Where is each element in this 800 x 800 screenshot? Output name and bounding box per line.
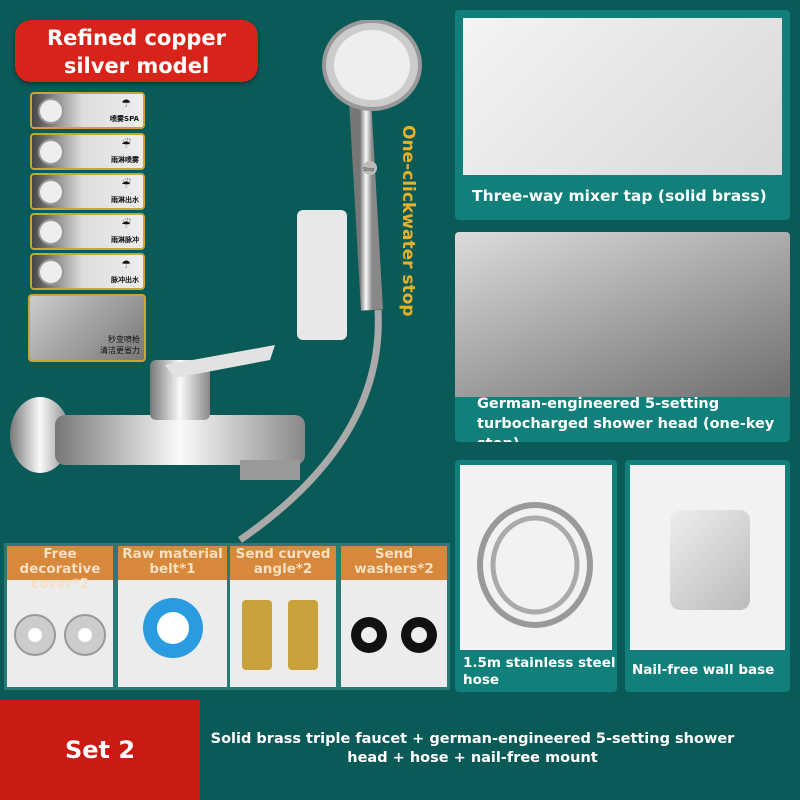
shower-icon: ☔ bbox=[121, 218, 131, 231]
spray-mode-4: ☔雨淋脉冲 bbox=[30, 213, 145, 250]
shower-icon: ☔ bbox=[121, 138, 131, 151]
wall-mount bbox=[297, 210, 347, 340]
hose bbox=[238, 309, 382, 543]
panel-mixer-tap: Three-way mixer tap (solid brass) bbox=[455, 10, 790, 220]
panel-wall-base: Nail-free wall base bbox=[625, 460, 790, 692]
spray-mode-1: ☂喷雾SPA bbox=[30, 92, 145, 129]
set-description: Solid brass triple faucet + german-engin… bbox=[210, 731, 735, 766]
washers-image bbox=[351, 617, 437, 653]
svg-text:Stop: Stop bbox=[363, 167, 374, 173]
accessory-angle: Send curved angle*2 bbox=[227, 543, 339, 690]
shower-set-illustration: Stop bbox=[10, 20, 422, 543]
spray-mode-3: ☔雨淋出水 bbox=[30, 173, 145, 210]
stop-button bbox=[363, 161, 377, 175]
spray-gun-mode: 秒变喷枪清洁更省力 bbox=[28, 294, 146, 362]
accessory-cover: Free decorative cover*2 bbox=[4, 543, 116, 690]
hose-coil-image bbox=[477, 502, 593, 628]
model-badge: Refined copper silver model bbox=[15, 20, 258, 82]
accessory-tape: Raw material belt*1 bbox=[115, 543, 230, 690]
shower-handle bbox=[349, 99, 383, 311]
set-label: Set 2 bbox=[0, 700, 200, 800]
panel-shower-head: German-engineered 5-setting turbocharged… bbox=[455, 232, 790, 442]
umbrella-icon: ☂ bbox=[121, 97, 131, 110]
cover-rings-image bbox=[14, 614, 106, 656]
umbrella-icon: ☂ bbox=[121, 258, 131, 271]
shower-icon: ☔ bbox=[121, 178, 131, 191]
brass-fittings-image bbox=[242, 600, 318, 670]
accessory-washers: Send washers*2 bbox=[338, 543, 450, 690]
panel-hose: 1.5m stainless steel hose bbox=[455, 460, 617, 692]
tape-roll-image bbox=[143, 598, 203, 658]
spray-mode-5: ☂脉冲出水 bbox=[30, 253, 145, 290]
spray-mode-2: ☔雨淋喷雾 bbox=[30, 133, 145, 170]
wall-base-image bbox=[670, 510, 750, 610]
one-click-stop-label: One-clickwater stop bbox=[398, 125, 418, 317]
mixer-tap-body bbox=[55, 415, 305, 465]
tap-lever bbox=[165, 345, 275, 378]
